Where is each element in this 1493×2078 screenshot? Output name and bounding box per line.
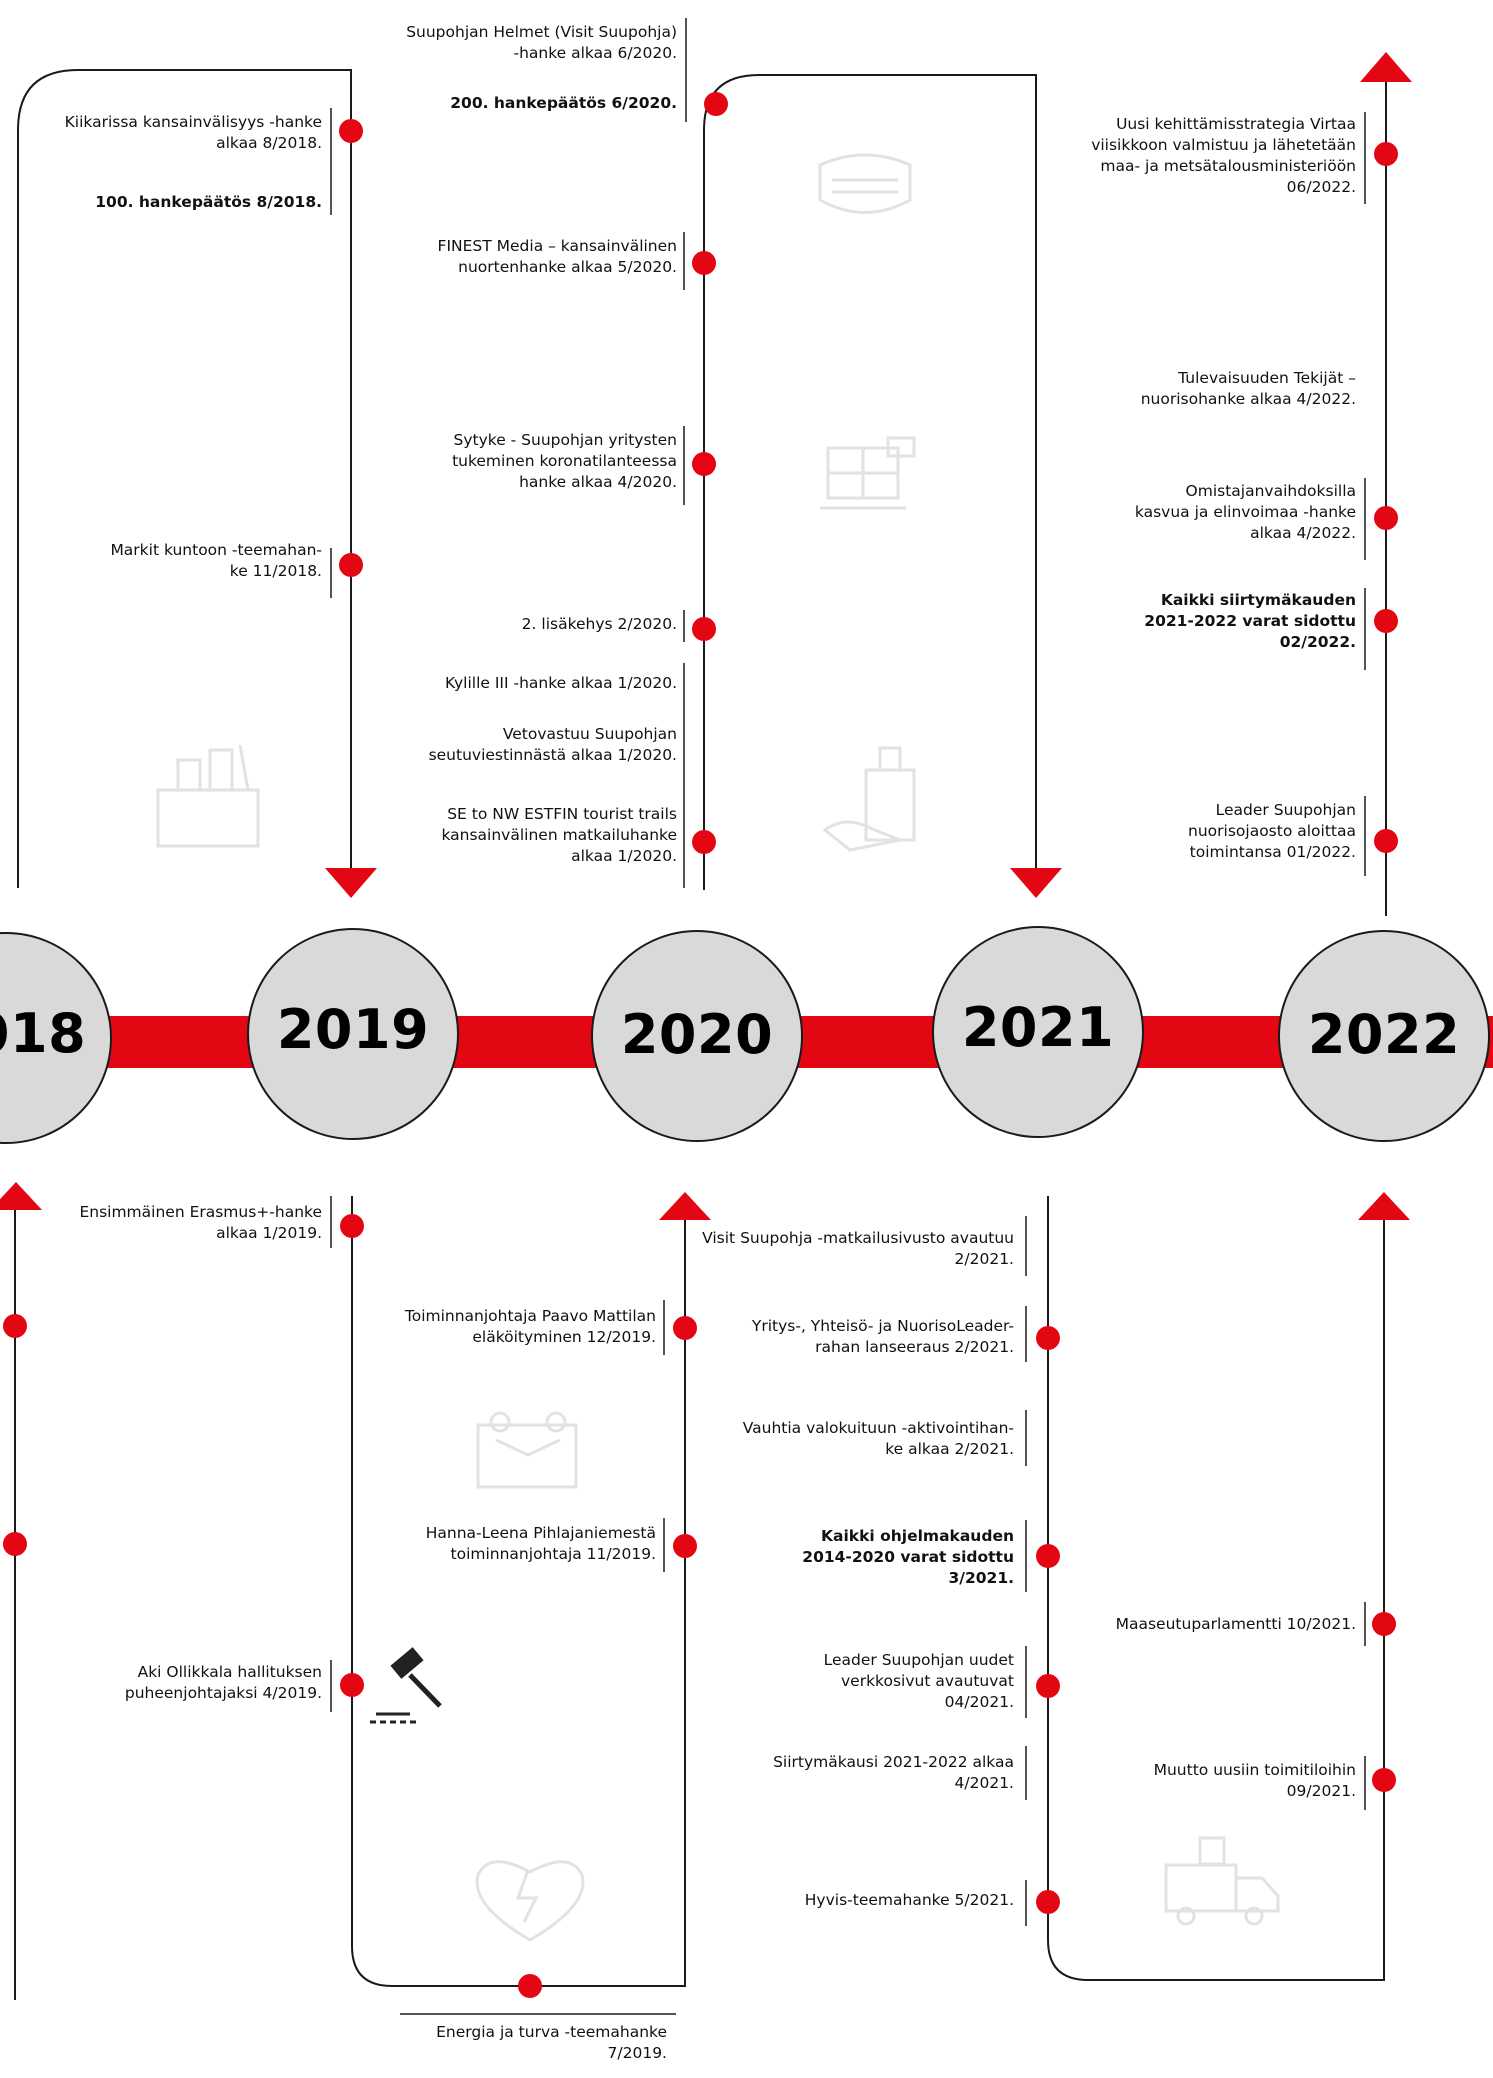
event-se-to-nw-estfin: SE to NW ESTFIN tourist trails kansainvä… (441, 805, 677, 865)
event-2-lisakehys: 2. lisäkehys 2/2020. (521, 615, 677, 633)
year-label-2021: 2021 (961, 996, 1115, 1059)
arrow-up-2022-top (1360, 52, 1412, 82)
dot-2021-bottom-4 (1036, 1890, 1060, 1914)
event-vetovastuu: Vetovastuu Suupohjan seutuviestinnästä a… (428, 725, 677, 764)
year-label-2022: 2022 (1307, 1003, 1461, 1066)
event-hyvis: Hyvis-teemahanke 5/2021. (804, 1891, 1014, 1909)
dot-2020-top-2 (692, 251, 716, 275)
event-finest-media: FINEST Media – kansainvälinen nuortenhan… (437, 237, 677, 276)
event-kehittamisstrategia: Uusi kehittämisstrategia Virtaa viisikko… (1091, 115, 1356, 196)
event-sytyke: Sytyke - Suupohjan yritysten tukeminen k… (452, 431, 677, 491)
year-circle-2020 (591, 930, 803, 1142)
dot-2022-top-2 (1374, 506, 1398, 530)
dot-2019-bottom-2 (340, 1673, 364, 1697)
dot-2022-bottom-2 (1372, 1768, 1396, 1792)
hand-sanitizer-icon (822, 746, 916, 852)
dot-2019-bottom-3 (518, 1974, 542, 1998)
year-label-2019: 2019 (276, 998, 430, 1061)
dot-2019-top-2 (339, 553, 363, 577)
event-visit-suupohja: Visit Suupohja -matkailusivusto avautuu … (702, 1229, 1014, 1268)
event-ohjelmakausi-sidottu: Kaikki ohjelmakauden 2014-2020 varat sid… (802, 1527, 1014, 1587)
dot-2020-bottom-2 (673, 1534, 697, 1558)
dot-2022-bottom-1 (1372, 1612, 1396, 1636)
event-maaseutuparlamentti: Maaseutuparlamentti 10/2021. (1115, 1615, 1356, 1633)
toolbox-icon (156, 744, 260, 848)
arrow-up-2020-bottom (659, 1192, 711, 1220)
event-tulevaisuuden-tekijat: Tulevaisuuden Tekijät – nuorisohanke alk… (1140, 369, 1356, 408)
event-bars (330, 18, 1366, 2015)
event-energia-ja-turva: Energia ja turva -teemahanke 7/2019. (436, 2023, 667, 2062)
connector-2018-2019 (17, 69, 352, 888)
arrow-up-2022-bottom (1358, 1192, 1410, 1220)
dot-2020-top-3 (692, 452, 716, 476)
dot-2018-bottom-1 (3, 1314, 27, 1338)
event-kiikarissa: Kiikarissa kansainvälisyys -hanke alkaa … (64, 113, 322, 152)
event-suupohjan-helmet: Suupohjan Helmet (Visit Suupohja) -hanke… (406, 23, 677, 62)
dot-2021-bottom-2 (1036, 1544, 1060, 1568)
dot-2020-bottom-1 (673, 1316, 697, 1340)
dot-2020-top-5 (692, 830, 716, 854)
dot-2021-bottom-1 (1036, 1326, 1060, 1350)
event-paavo-mattila: Toiminnanjohtaja Paavo Mattilan eläköity… (404, 1307, 656, 1346)
dot-2021-bottom-3 (1036, 1674, 1060, 1698)
year-label-2018: 2018 (0, 1002, 87, 1065)
event-leader-raha: Yritys-, Yhteisö- ja NuorisoLeader- raha… (751, 1317, 1014, 1356)
year-circle-2018 (0, 932, 112, 1144)
dot-2020-top-1 (704, 92, 728, 116)
arrow-down-2021 (1010, 868, 1062, 898)
event-verkkosivut: Leader Suupohjan uudet verkkosivut avaut… (823, 1651, 1014, 1711)
event-muutto: Muutto uusiin toimitiloihin 09/2021. (1153, 1761, 1356, 1800)
dot-2019-bottom-1 (340, 1214, 364, 1238)
event-nuorisojaosto: Leader Suupohjan nuorisojaosto aloittaa … (1188, 801, 1356, 861)
handshake-icon (476, 1411, 578, 1489)
moving-truck-icon (1164, 1836, 1280, 1926)
gavel-icon (370, 1647, 442, 1724)
arrow-up-2018 (0, 1182, 42, 1210)
dot-2022-top-1 (1374, 142, 1398, 166)
year-circle-2021 (932, 926, 1144, 1138)
connector-2021-2022-bottom (1047, 1196, 1385, 1981)
year-label-2020: 2020 (620, 1003, 774, 1066)
dot-2022-top-3 (1374, 609, 1398, 633)
event-kylille-iii: Kylille III -hanke alkaa 1/2020. (444, 674, 677, 692)
event-200-hankepaatos: 200. hankepäätös 6/2020. (450, 94, 677, 112)
face-mask-icon (818, 153, 912, 214)
event-100-hankepaatos: 100. hankepäätös 8/2018. (95, 193, 322, 211)
event-siirtymakausi: Siirtymäkausi 2021-2022 alkaa 4/2021. (773, 1753, 1014, 1792)
event-erasmus: Ensimmäinen Erasmus+-hanke alkaa 1/2019. (79, 1203, 322, 1242)
dot-2022-top-4 (1374, 829, 1398, 853)
event-markit-kuntoon: Markit kuntoon -teemahan- ke 11/2018. (110, 541, 322, 580)
event-vauhtia-valokuituun: Vauhtia valokuituun -aktivointihan- ke a… (742, 1419, 1014, 1458)
connector-2019-2020-bottom (351, 1196, 686, 1987)
event-aki-ollikkala: Aki Ollikkala hallituksen puheenjohtajak… (124, 1663, 322, 1702)
connector-2020-2021 (703, 74, 1037, 890)
dot-2019-top-1 (339, 119, 363, 143)
event-siirtymakausi-sidottu: Kaikki siirtymäkauden 2021-2022 varat si… (1144, 591, 1356, 651)
arrow-down-2019 (325, 868, 377, 898)
event-hanna-leena: Hanna-Leena Pihlajaniemestä toiminnanjoh… (425, 1524, 656, 1563)
event-omistajanvaihdoksilla: Omistajanvaihdoksilla kasvua ja elinvoim… (1134, 482, 1356, 542)
heart-energy-icon (475, 1860, 585, 1942)
year-circle-2019 (247, 928, 459, 1140)
year-circle-2022 (1278, 930, 1490, 1142)
video-meeting-icon (820, 436, 916, 510)
dot-2018-bottom-2 (3, 1532, 27, 1556)
dot-2020-top-4 (692, 617, 716, 641)
